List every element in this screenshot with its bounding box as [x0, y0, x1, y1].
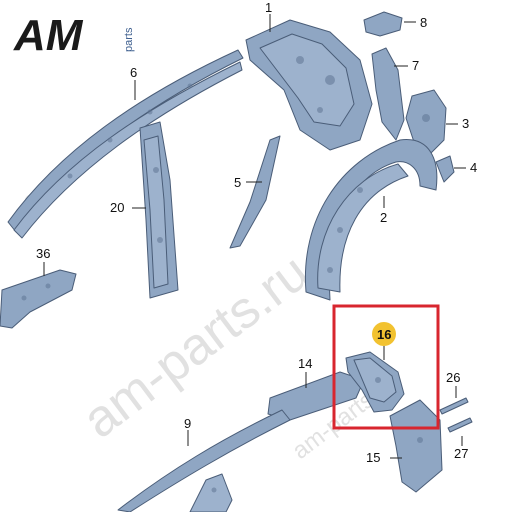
part-14 [267, 371, 365, 421]
callout-16: 16 [377, 327, 391, 342]
callout-2: 2 [380, 210, 387, 225]
callout-15: 15 [366, 450, 380, 465]
callout-8: 8 [420, 15, 427, 30]
callout-5: 5 [234, 175, 241, 190]
part-4 [435, 155, 455, 183]
callout-36: 36 [36, 246, 50, 261]
part-8 [363, 11, 403, 37]
callout-1: 1 [265, 0, 272, 15]
part-20-b-pillar [139, 121, 179, 299]
part-2-wheel-arch [304, 139, 438, 301]
part-9-sill [117, 409, 291, 512]
part-1-rear-panel [245, 19, 373, 151]
callout-26: 26 [446, 370, 460, 385]
callout-14: 14 [298, 356, 312, 371]
part-15 [389, 399, 443, 493]
callout-16-badge [372, 322, 396, 346]
brand-logo: AM parts [13, 11, 135, 60]
logo-sub: parts [123, 27, 135, 52]
part-26 [439, 397, 469, 415]
callout-9: 9 [184, 416, 191, 431]
callout-6: 6 [130, 65, 137, 80]
part-36 [0, 269, 77, 329]
callout-4: 4 [470, 160, 477, 175]
part-3 [405, 89, 447, 155]
callout-20: 20 [110, 200, 124, 215]
highlight-box [332, 304, 440, 430]
part-7 [371, 47, 405, 141]
callout-7: 7 [412, 58, 419, 73]
part-5 [229, 135, 281, 249]
callout-3: 3 [462, 116, 469, 131]
part-27 [447, 417, 473, 433]
callout-27: 27 [454, 446, 468, 461]
logo-mark: AM [13, 11, 84, 60]
part-6-roof-rail [7, 49, 244, 239]
part-16 [345, 351, 405, 413]
